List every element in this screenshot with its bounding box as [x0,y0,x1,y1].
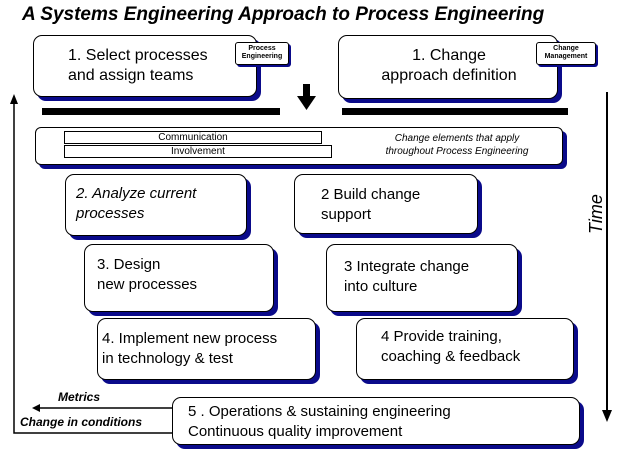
analyze-processes-label: 2. Analyze current processes [76,185,197,222]
communication-element: Communication [64,131,322,144]
process-engineering-tag: Process Engineering [235,42,289,65]
select-processes-label: 1. Select processes and assign teams [68,47,208,84]
operations-label: 5 . Operations & sustaining engineering … [188,403,451,440]
implement-process-box: 4. Implement new process in technology &… [97,318,316,380]
feedback-loop-arrowhead-icon [10,94,18,104]
diagram-title: A Systems Engineering Approach to Proces… [22,4,545,25]
select-processes-box: 1. Select processes and assign teams Pro… [33,35,289,97]
implement-process-label: 4. Implement new process in technology &… [102,330,278,367]
provide-training-label: 4 Provide training, coaching & feedback [381,328,521,365]
time-axis-arrowhead-icon [602,410,612,422]
change-management-tag: Change Management [536,42,596,65]
provide-training-box: 4 Provide training, coaching & feedback [356,318,574,380]
integrate-change-box: 3 Integrate change into culture [326,244,518,312]
analyze-processes-box: 2. Analyze current processes [65,174,247,236]
change-in-conditions-label: Change in conditions [20,415,142,429]
build-change-support-box: 2 Build change support [294,174,478,234]
design-processes-label: 3. Design new processes [97,256,198,293]
metrics-arrowhead-icon [32,404,40,412]
process-track-bar [42,108,280,115]
build-change-support-label: 2 Build change support [321,186,421,223]
design-processes-box: 3. Design new processes [84,244,274,312]
operations-box: 5 . Operations & sustaining engineering … [172,397,580,445]
change-approach-label: 1. Change approach definition [381,47,517,84]
change-track-bar [342,108,568,115]
feedback-loop-line [13,104,172,434]
integrate-change-label: 3 Integrate change into culture [344,258,470,295]
change-elements-note: Change elements that apply throughout Pr… [385,133,529,157]
metrics-label: Metrics [58,390,101,404]
involvement-element: Involvement [64,145,332,158]
change-elements-box: Communication Involvement Change element… [35,127,563,165]
change-approach-box: 1. Change approach definition Change Man… [338,35,596,99]
down-arrow-icon [297,84,316,110]
